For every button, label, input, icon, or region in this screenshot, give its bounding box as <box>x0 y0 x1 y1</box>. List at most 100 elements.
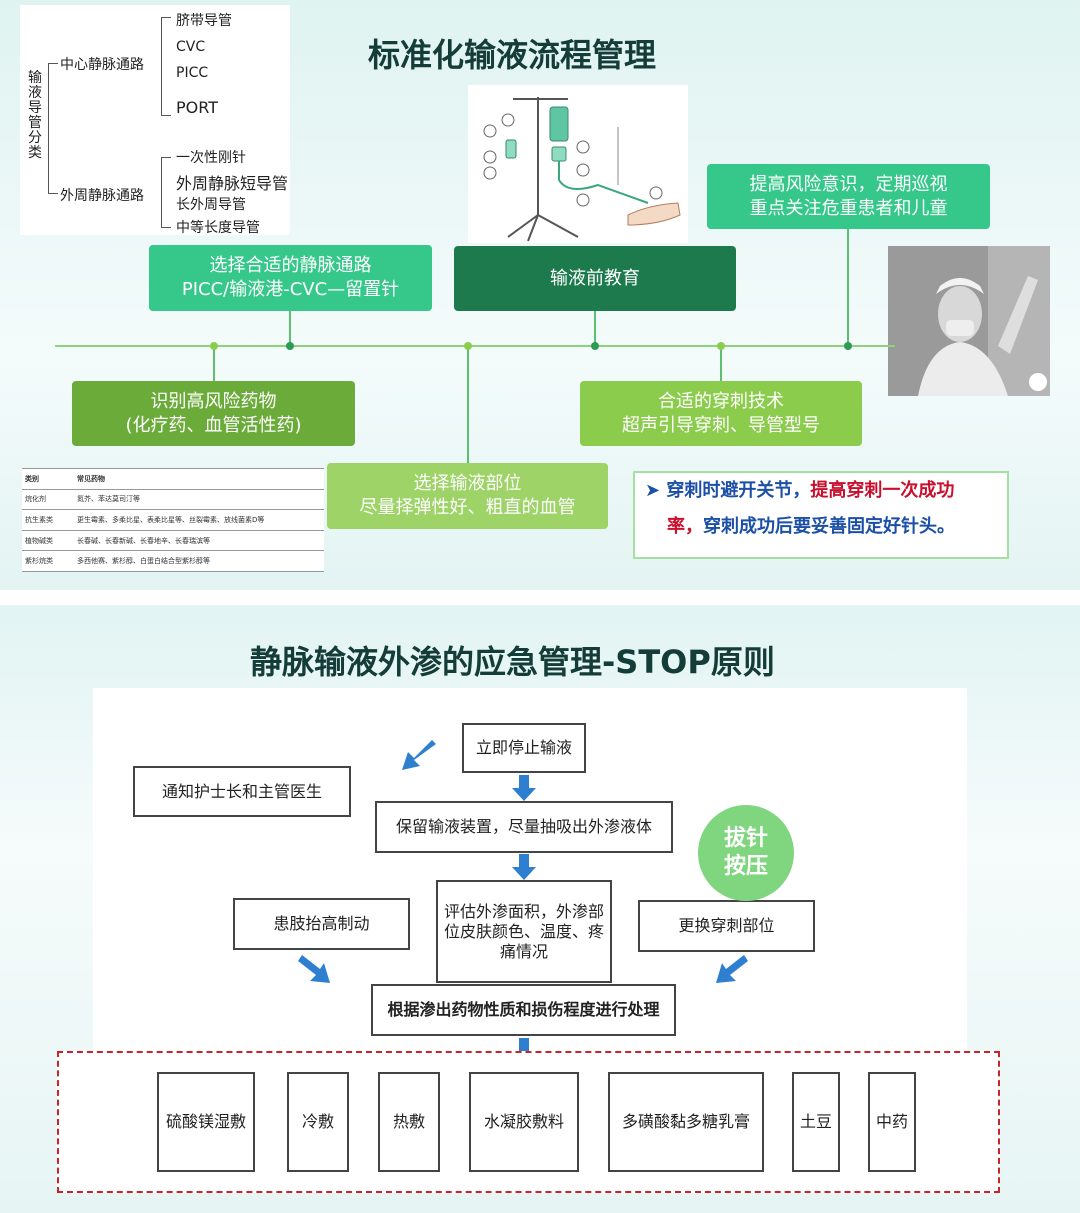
table-cell: 长春碱、长春新碱、长春地辛、长春瑞滨等 <box>74 529 324 552</box>
treatment-heat: 热敷 <box>378 1072 440 1172</box>
tip-part1: 穿刺时避开关节， <box>666 480 811 501</box>
treatment-herbal: 中药 <box>868 1072 916 1172</box>
connector <box>594 311 596 346</box>
tree-root: 输液导管分类 <box>28 70 42 161</box>
table-header: 常见药物 <box>74 468 324 490</box>
tree-line <box>48 63 58 64</box>
timeline-axis <box>55 345 895 347</box>
tree-peripheral-item: 中等长度导管 <box>176 220 260 236</box>
table-header-row: 类别 常见药物 <box>22 468 324 490</box>
tree-peripheral: 外周静脉通路 <box>60 188 144 204</box>
tree-peripheral-item: 一次性刚针 <box>176 150 246 166</box>
tree-line <box>48 193 58 194</box>
table-row: 植物碱类 长春碱、长春新碱、长春地辛、长春瑞滨等 <box>22 529 324 552</box>
tip-part2: 提高穿刺一次成功 <box>810 480 955 501</box>
arrow-down-left-icon <box>402 740 436 770</box>
tree-peripheral-item: 外周静脉短导管 <box>176 174 289 193</box>
treatment-mucopolysaccharide: 多磺酸黏多糖乳膏 <box>608 1072 764 1172</box>
iv-stand-illustration <box>468 85 688 243</box>
box-puncture: 合适的穿刺技术 超声引导穿刺、导管型号 <box>580 381 862 446</box>
box-infusion-site-line2: 尽量择弹性好、粗直的血管 <box>359 497 576 518</box>
nurse-photo-drawing <box>888 246 1050 396</box>
iv-stand-drawing <box>483 97 681 242</box>
timeline-dot <box>464 342 472 350</box>
table-row: 烷化剂 氮芥、苯达莫司汀等 <box>22 488 324 511</box>
tip-bullet-icon: ➤ <box>645 480 667 501</box>
table-cell: 烷化剂 <box>22 488 74 511</box>
table-cell: 抗生素类 <box>22 509 74 531</box>
box-select-vein-line1: 选择合适的静脉通路 <box>209 255 372 276</box>
tree-line <box>161 115 171 116</box>
step-change-site: 更换穿刺部位 <box>638 900 815 952</box>
box-high-risk-drug-line2: (化疗药、血管活性药) <box>125 414 302 436</box>
table-row: 紫杉烷类 多西他赛、紫杉醇、白蛋白结合型紫杉醇等 <box>22 550 324 572</box>
circle-line1: 拔针 <box>723 826 768 851</box>
treatment-hydrogel: 水凝胶敷料 <box>469 1072 579 1172</box>
tip-part4: 穿刺成功后要妥善固定好针头。 <box>703 516 955 537</box>
timeline-dot <box>844 342 852 350</box>
tip-line2: 率，穿刺成功后要妥善固定好针头。 <box>645 509 997 545</box>
step-assess: 评估外渗面积，外渗部位皮肤颜色、温度、疼痛情况 <box>436 880 612 983</box>
panel-divider <box>0 590 1080 605</box>
connector <box>847 229 849 346</box>
timeline-dot <box>717 342 725 350</box>
tree-central-item: PICC <box>176 65 209 81</box>
puncture-tip: ➤ 穿刺时避开关节，提高穿刺一次成功 率，穿刺成功后要妥善固定好针头。 <box>633 471 1009 559</box>
box-select-vein: 选择合适的静脉通路 PICC/输液港-CVC—留置针 <box>149 245 432 311</box>
table-cell: 植物碱类 <box>22 529 74 552</box>
treatment-magnesium: 硫酸镁湿敷 <box>157 1072 255 1172</box>
step-elevate-limb: 患肢抬高制动 <box>233 898 410 950</box>
tree-central-item: 脐带导管 <box>176 13 232 29</box>
bottom-title: 静脉输液外渗的应急管理-STOP原则 <box>250 643 775 681</box>
arrow-down-right-icon <box>298 955 330 983</box>
box-education-label: 输液前教育 <box>550 267 640 289</box>
table-row: 抗生素类 更生霉素、多柔比星、表柔比星等、丝裂霉素、放线菌素D等 <box>22 509 324 531</box>
wechat-icon <box>1029 373 1047 391</box>
timeline-dot <box>210 342 218 350</box>
connector <box>467 346 469 464</box>
box-risk-line2: 重点关注危重患者和儿童 <box>749 197 948 219</box>
box-risk: 提高风险意识，定期巡视 重点关注危重患者和儿童 <box>707 164 990 229</box>
tree-line <box>161 17 171 18</box>
table-cell: 多西他赛、紫杉醇、白蛋白结合型紫杉醇等 <box>74 550 324 572</box>
connector <box>720 346 722 382</box>
timeline-dot <box>286 342 294 350</box>
box-high-risk-drug-line1: 识别高风险药物 <box>150 390 277 412</box>
box-risk-line1: 提高风险意识，定期巡视 <box>749 173 948 195</box>
step-treat: 根据渗出药物性质和损伤程度进行处理 <box>371 984 676 1036</box>
box-infusion-site: 选择输液部位 尽量择弹性好、粗直的血管 <box>327 463 608 529</box>
table-header: 类别 <box>22 468 74 490</box>
catheter-classification-tree: 输液导管分类 中心静脉通路 脐带导管 CVC PICC PORT 外周静脉通路 … <box>20 5 290 236</box>
treatment-cold: 冷敷 <box>287 1072 349 1172</box>
tree-line <box>161 227 171 228</box>
tree-line <box>48 63 49 193</box>
tree-line <box>161 157 162 227</box>
tree-central: 中心静脉通路 <box>60 57 144 73</box>
step-notify: 通知护士长和主管医生 <box>133 766 351 817</box>
circle-line2: 按压 <box>723 854 768 879</box>
drug-table: 类别 常见药物 烷化剂 氮芥、苯达莫司汀等 抗生素类 更生霉素、多柔比星、表柔比… <box>22 468 324 572</box>
connector <box>289 311 291 346</box>
table-cell: 紫杉烷类 <box>22 550 74 572</box>
box-infusion-site-line1: 选择输液部位 <box>413 473 522 494</box>
tip-part3: 率， <box>667 516 703 537</box>
arrow-down-icon <box>512 775 536 801</box>
tree-central-item: CVC <box>176 39 206 55</box>
table-cell: 更生霉素、多柔比星、表柔比星等、丝裂霉素、放线菌素D等 <box>74 509 324 531</box>
box-select-vein-line2: PICC/输液港-CVC—留置针 <box>181 279 400 300</box>
nurse-photo <box>888 246 1050 396</box>
step-retain-device: 保留输液装置，尽量抽吸出外渗液体 <box>375 801 673 853</box>
step-stop-infusion: 立即停止输液 <box>462 723 586 773</box>
pull-needle-circle: 拔针 按压 <box>698 805 794 901</box>
box-high-risk-drug: 识别高风险药物 (化疗药、血管活性药) <box>72 381 355 446</box>
box-education: 输液前教育 <box>454 246 736 311</box>
tree-line <box>161 17 162 115</box>
box-puncture-line1: 合适的穿刺技术 <box>658 390 784 412</box>
table-cell: 氮芥、苯达莫司汀等 <box>74 488 324 511</box>
tree-central-item: PORT <box>176 98 218 117</box>
connector <box>213 346 215 382</box>
tree-peripheral-item: 长外周导管 <box>176 197 246 213</box>
tree-line <box>161 157 171 158</box>
tip-line1: ➤ 穿刺时避开关节，提高穿刺一次成功 <box>645 473 997 509</box>
box-puncture-line2: 超声引导穿刺、导管型号 <box>622 414 820 436</box>
